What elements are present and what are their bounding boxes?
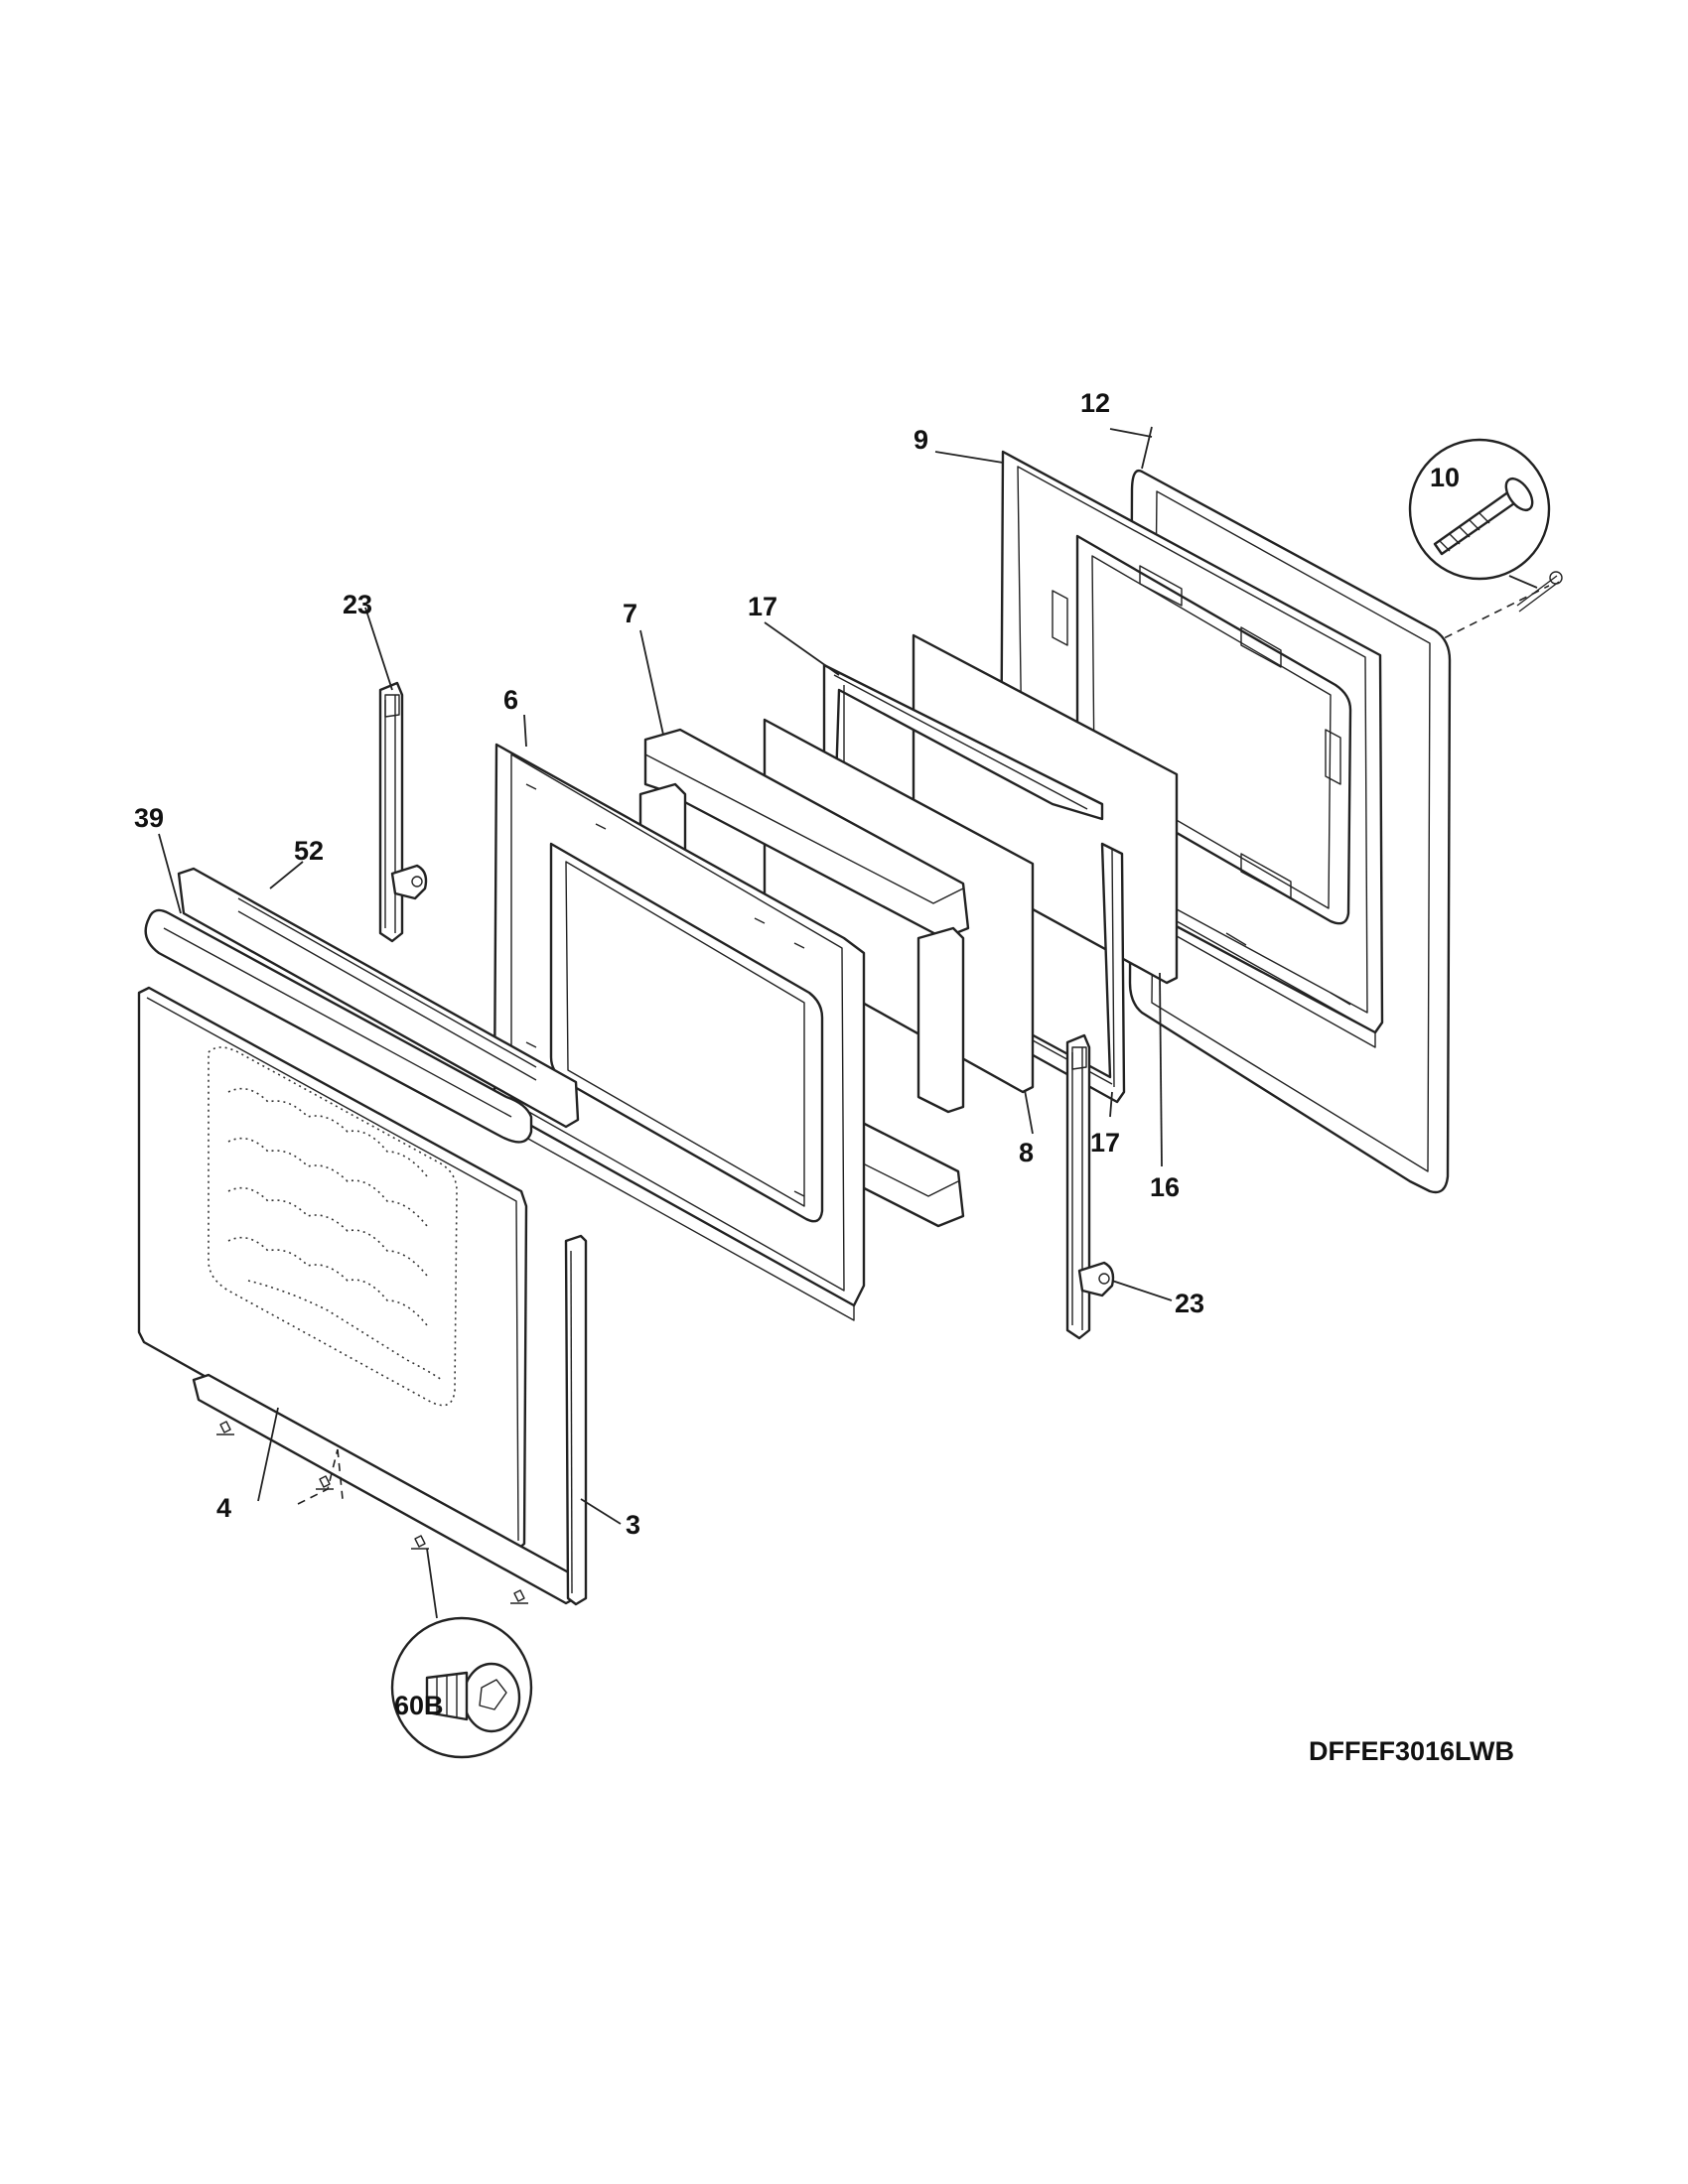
part-3-door-frame-channel — [192, 1234, 588, 1606]
callout-7: 7 — [623, 599, 637, 628]
callout-12: 12 — [1080, 388, 1110, 418]
model-number: DFFEF3016LWB — [1309, 1736, 1514, 1766]
callout-6: 6 — [503, 685, 518, 715]
callout-39: 39 — [134, 803, 164, 833]
callout-8: 8 — [1019, 1138, 1034, 1167]
part-23-hinge-left — [378, 681, 428, 943]
callout-labels: 3 4 6 7 8 9 10 12 16 17 17 23 23 39 52 6… — [134, 388, 1460, 1720]
part-39-door-handle — [144, 908, 533, 1144]
part-4-outer-door-panel — [137, 986, 528, 1553]
callout-4: 4 — [216, 1493, 231, 1523]
leader-lines — [158, 426, 1173, 1525]
callout-16: 16 — [1150, 1172, 1180, 1202]
callout-60b: 60B — [394, 1691, 444, 1720]
callout-10: 10 — [1430, 463, 1460, 492]
callout-23-right: 23 — [1175, 1289, 1204, 1318]
callout-17-lower: 17 — [1090, 1128, 1120, 1158]
part-60b-screw-detail-inset — [390, 1548, 533, 1759]
part-10-bolt-detail-inset — [1408, 438, 1563, 613]
bottom-screws — [216, 1421, 528, 1604]
callout-9: 9 — [914, 425, 928, 455]
callout-52: 52 — [294, 836, 324, 866]
window-outline-dotted — [208, 1046, 458, 1407]
part-52-handle-trim — [177, 867, 580, 1129]
callout-3: 3 — [626, 1510, 640, 1540]
callout-17-upper: 17 — [748, 592, 777, 621]
part-23-hinge-right — [1065, 1033, 1115, 1340]
callout-23-left: 23 — [343, 590, 372, 619]
